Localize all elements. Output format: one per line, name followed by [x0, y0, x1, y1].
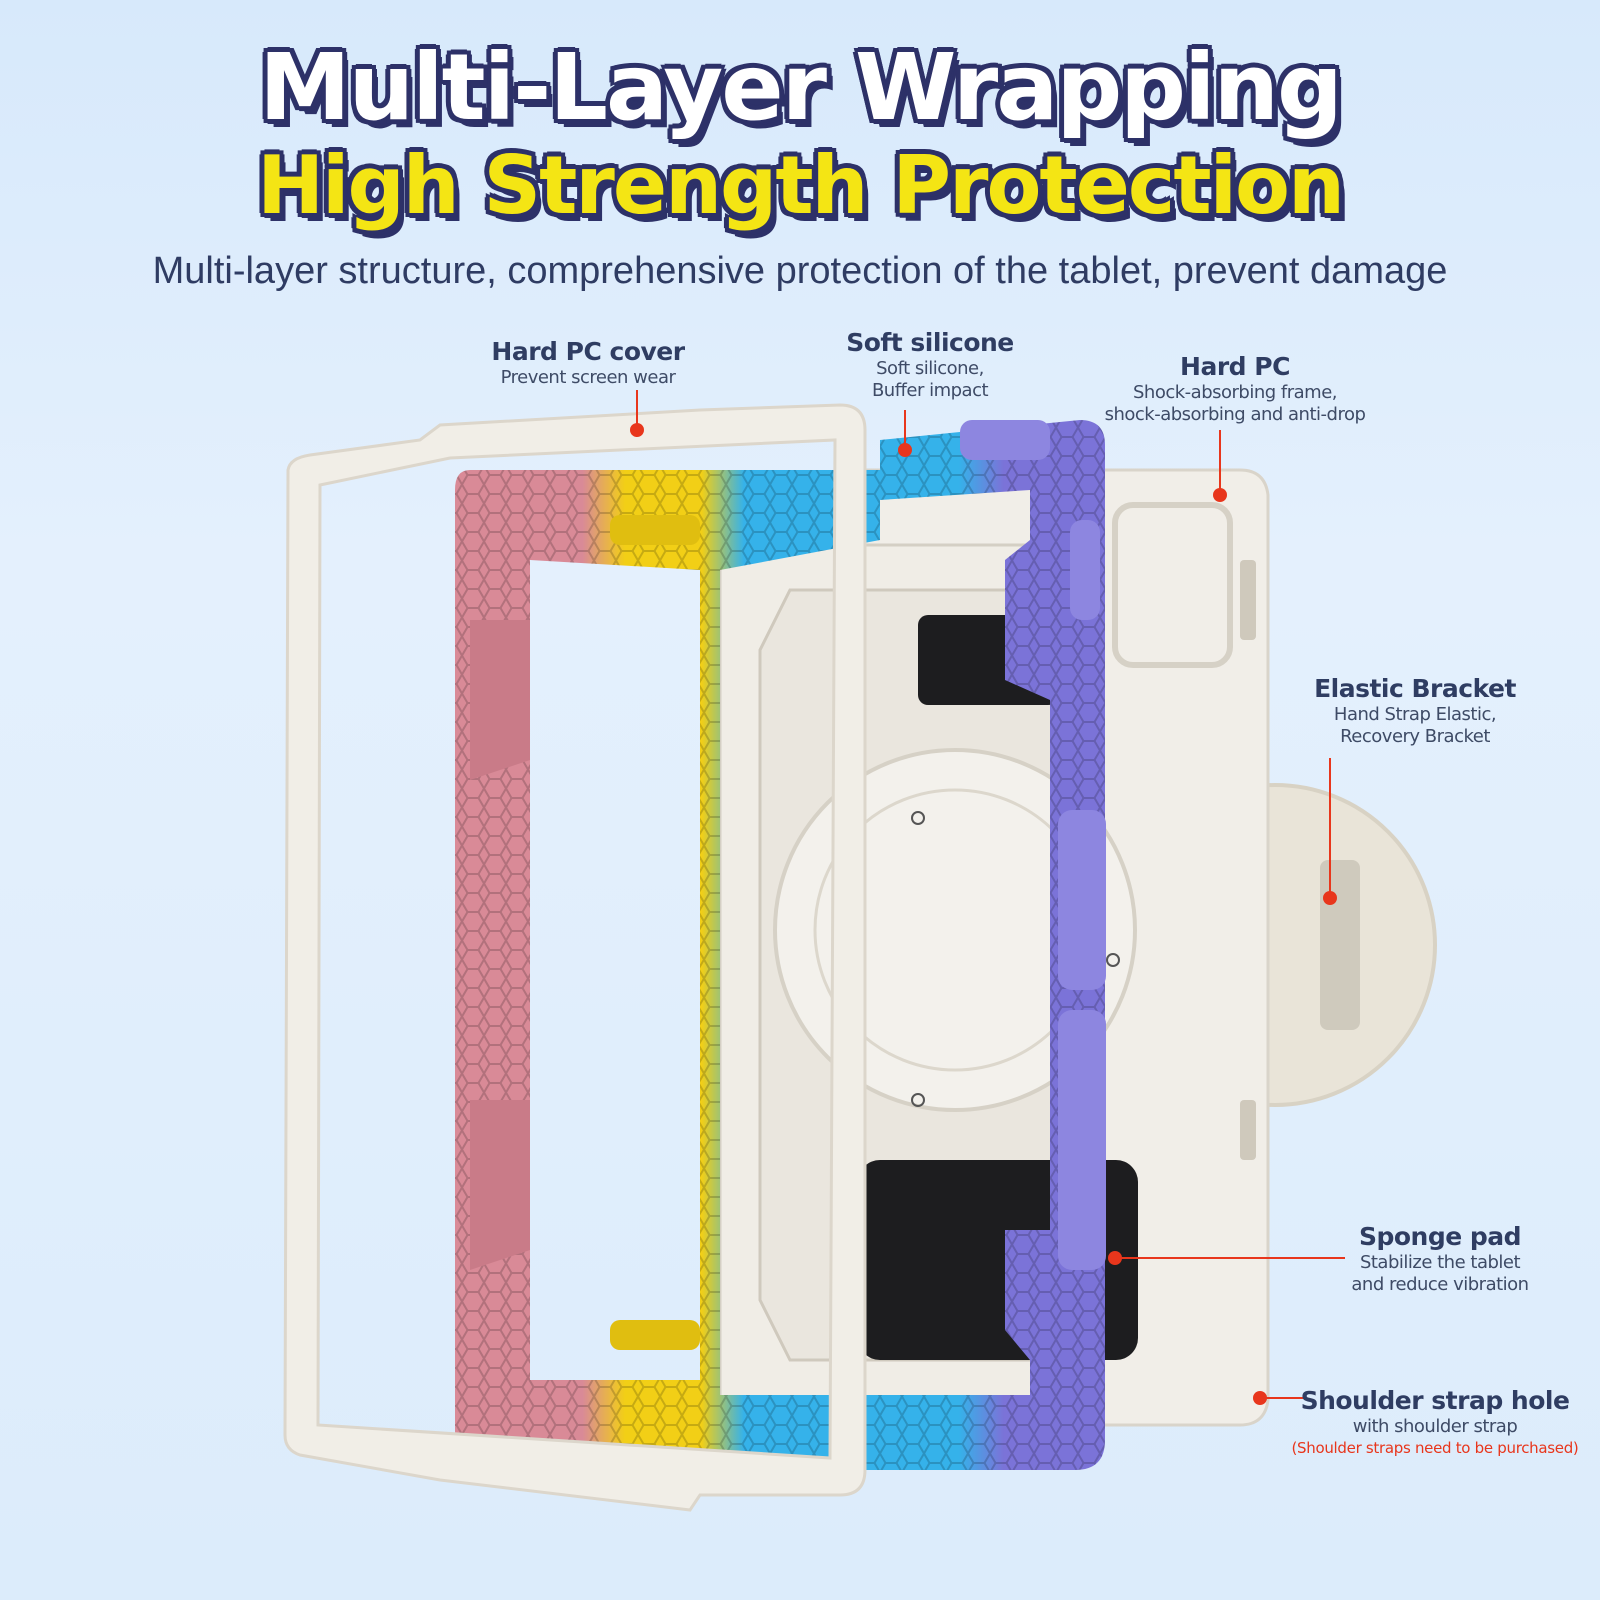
- headline-subtitle: High Strength Protection: [257, 139, 1345, 232]
- callout-title: Soft silicone: [846, 328, 1014, 357]
- headline-title: Multi-Layer Wrapping: [259, 34, 1343, 141]
- callout-desc: Prevent screen wear: [500, 367, 676, 388]
- callout-desc: Recovery Bracket: [1340, 726, 1490, 747]
- callout-note: (Shoulder straps need to be purchased): [1291, 1439, 1579, 1457]
- callout-hard-pc-cover: Hard PC cover Prevent screen wear: [478, 337, 698, 389]
- callout-hard-pc: Hard PC Shock-absorbing frame, shock-abs…: [1085, 352, 1385, 426]
- callout-title: Hard PC cover: [491, 337, 685, 366]
- callout-title: Elastic Bracket: [1314, 674, 1516, 703]
- callout-desc: Shock-absorbing frame,: [1133, 382, 1338, 403]
- callout-shoulder-strap: Shoulder strap hole with shoulder strap …: [1285, 1386, 1585, 1458]
- sponge-pad-marker: [1108, 1251, 1122, 1265]
- elastic-bracket-marker: [1323, 891, 1337, 905]
- callout-elastic-bracket: Elastic Bracket Hand Strap Elastic, Reco…: [1300, 674, 1530, 748]
- callout-desc: with shoulder strap: [1352, 1416, 1518, 1437]
- callout-title: Hard PC: [1180, 352, 1290, 381]
- callout-desc: Soft silicone,: [876, 358, 984, 379]
- soft-silicone-marker: [898, 443, 912, 457]
- silicone-bumper: [880, 420, 1106, 1470]
- description-text: Multi-layer structure, comprehensive pro…: [152, 250, 1448, 292]
- callout-desc: Stabilize the tablet: [1359, 1252, 1521, 1273]
- callout-sponge-pad: Sponge pad Stabilize the tablet and redu…: [1330, 1222, 1550, 1296]
- callout-desc: Hand Strap Elastic,: [1333, 704, 1497, 725]
- callout-desc: Buffer impact: [871, 380, 989, 401]
- callout-title: Sponge pad: [1358, 1222, 1522, 1251]
- hard-pc-cover-marker: [630, 423, 644, 437]
- callout-desc: shock-absorbing and anti-drop: [1104, 404, 1366, 425]
- hard-pc-marker: [1213, 488, 1227, 502]
- callout-soft-silicone: Soft silicone Soft silicone, Buffer impa…: [820, 328, 1040, 402]
- shoulder-strap-marker: [1253, 1391, 1267, 1405]
- callout-title: Shoulder strap hole: [1300, 1386, 1570, 1415]
- inner-silicone-frame: [455, 470, 880, 1470]
- leader-lines: [630, 390, 1345, 1405]
- front-pc-cover: [283, 403, 867, 1512]
- callout-desc: and reduce vibration: [1351, 1274, 1529, 1295]
